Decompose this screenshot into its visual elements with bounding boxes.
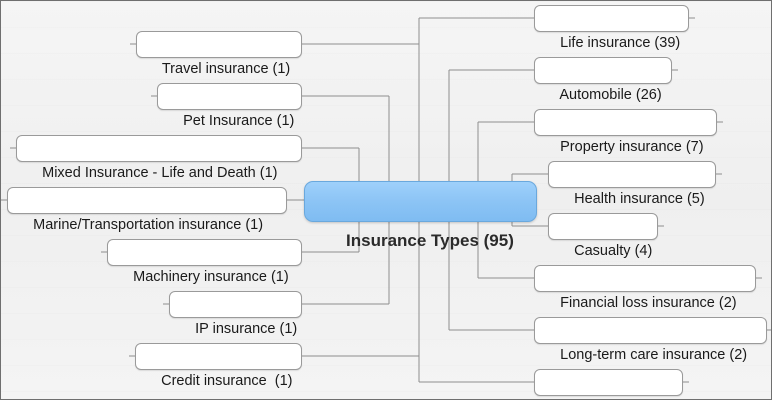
node-label: Pet Insurance (1) — [183, 113, 295, 129]
root-node-label: Insurance Types (95) — [346, 231, 514, 250]
node-label: Mixed Insurance - Life and Death (1) — [42, 165, 278, 181]
mindmap-node-mixed-insurance-life-and-death[interactable]: Mixed Insurance - Life and Death (1) — [16, 135, 302, 181]
node-label: Marine/Transportation insurance (1) — [33, 217, 264, 233]
mindmap-node-travel-insurance[interactable]: Travel insurance (1) — [136, 31, 302, 77]
node-label: IP insurance (1) — [195, 321, 298, 337]
mindmap-node-title-insurance[interactable]: Title insurance (3) — [534, 369, 683, 396]
mindmap-node-marine-transportation-insurance[interactable]: Marine/Transportation insurance (1) — [7, 187, 287, 233]
node-label: Property insurance (7) — [560, 139, 704, 155]
node-label: Health insurance (5) — [574, 191, 705, 207]
node-label: Life insurance (39) — [560, 35, 681, 51]
node-label: Credit insurance (1) — [161, 373, 293, 389]
mindmap-node-casualty[interactable]: Casualty (4) — [548, 213, 658, 259]
mindmap-node-machinery-insurance[interactable]: Machinery insurance (1) — [107, 239, 302, 285]
mindmap-node-health-insurance[interactable]: Health insurance (5) — [548, 161, 716, 207]
mindmap-node-pet-insurance[interactable]: Pet Insurance (1) — [157, 83, 302, 129]
mindmap-node-long-term-care-insurance[interactable]: Long-term care insurance (2) — [534, 317, 767, 363]
mindmap-node-property-insurance[interactable]: Property insurance (7) — [534, 109, 717, 155]
node-label: Travel insurance (1) — [161, 61, 291, 77]
mindmap-root-node-insurance-types[interactable]: Insurance Types (95) — [304, 181, 537, 250]
mindmap-node-automobile[interactable]: Automobile (26) — [534, 57, 672, 103]
node-label: Machinery insurance (1) — [133, 269, 289, 285]
mindmap-node-life-insurance[interactable]: Life insurance (39) — [534, 5, 689, 51]
mindmap-node-ip-insurance[interactable]: IP insurance (1) — [169, 291, 302, 337]
mindmap-node-financial-loss-insurance[interactable]: Financial loss insurance (2) — [534, 265, 756, 311]
node-label: Long-term care insurance (2) — [560, 347, 748, 363]
node-label: Financial loss insurance (2) — [560, 295, 737, 311]
node-label: Automobile (26) — [559, 87, 662, 103]
mindmap-node-credit-insurance[interactable]: Credit insurance (1) — [135, 343, 302, 389]
node-label: Casualty (4) — [574, 243, 653, 259]
